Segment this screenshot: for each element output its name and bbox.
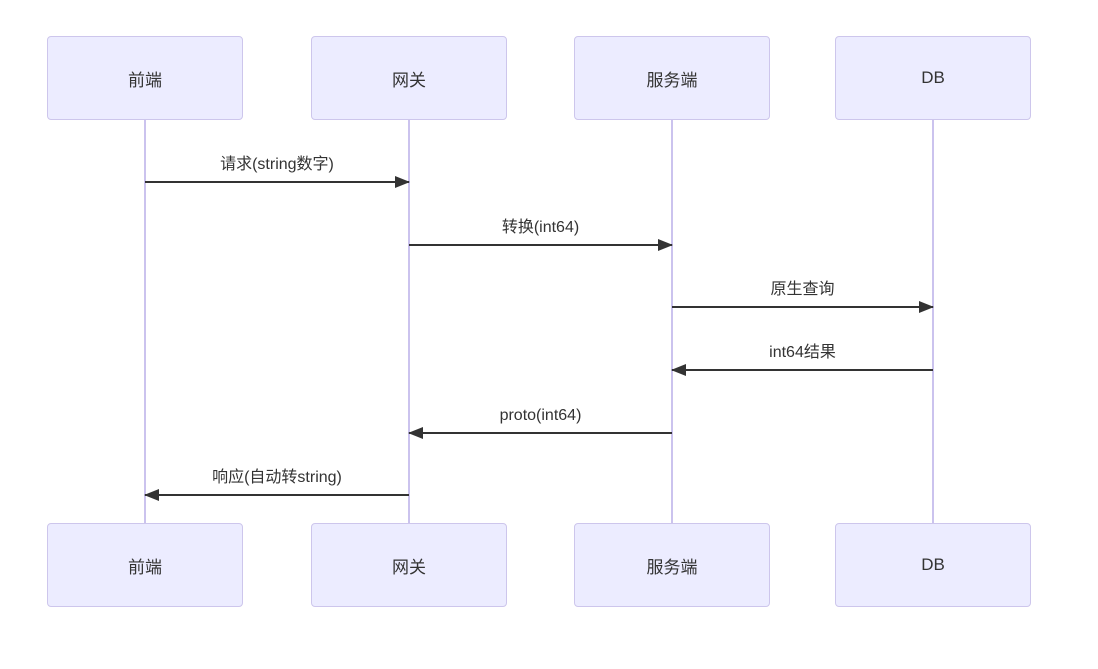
arrow-line [409,239,673,251]
arrow-line [144,489,409,501]
arrowhead-left-icon [408,427,423,439]
lifeline-gateway [408,120,410,523]
message-convert: 转换(int64) [409,216,673,251]
message-label: 请求(string数字) [220,156,334,173]
lifeline-server [671,120,673,523]
actor-label: 前端 [128,557,162,577]
message-int64-result: int64结果 [671,341,933,376]
message-proto-int64: proto(int64) [408,404,672,439]
actor-bottom-server: 服务端 [574,523,770,607]
arrowhead-left-icon [144,489,159,501]
actor-label: DB [921,68,945,87]
message-native-query: 原生查询 [672,278,934,313]
actor-label: DB [921,555,945,574]
arrow-line [145,176,410,188]
actor-top-gateway: 网关 [311,36,507,120]
actor-top-db: DB [835,36,1031,120]
message-label: int64结果 [769,344,836,361]
actor-label: 网关 [392,70,426,90]
actor-label: 服务端 [646,557,698,577]
actor-bottom-gateway: 网关 [311,523,507,607]
message-label: proto(int64) [499,407,582,424]
actor-label: 前端 [128,70,162,90]
actor-top-frontend: 前端 [47,36,243,120]
arrow-line [408,427,672,439]
message-label: 转换(int64) [501,219,580,236]
arrowhead-right-icon [658,239,673,251]
message-request: 请求(string数字) [145,153,410,188]
arrowhead-right-icon [919,301,934,313]
message-label: 响应(自动转string) [212,469,342,486]
actor-label: 网关 [392,557,426,577]
actor-bottom-frontend: 前端 [47,523,243,607]
message-label: 原生查询 [770,281,835,298]
actor-top-server: 服务端 [574,36,770,120]
actor-label: 服务端 [646,70,698,90]
message-response: 响应(自动转string) [144,466,409,501]
lifeline-db [932,120,934,523]
arrow-line [671,364,933,376]
arrowhead-right-icon [395,176,410,188]
arrow-line [672,301,934,313]
lifeline-frontend [144,120,146,523]
arrowhead-left-icon [671,364,686,376]
actor-bottom-db: DB [835,523,1031,607]
